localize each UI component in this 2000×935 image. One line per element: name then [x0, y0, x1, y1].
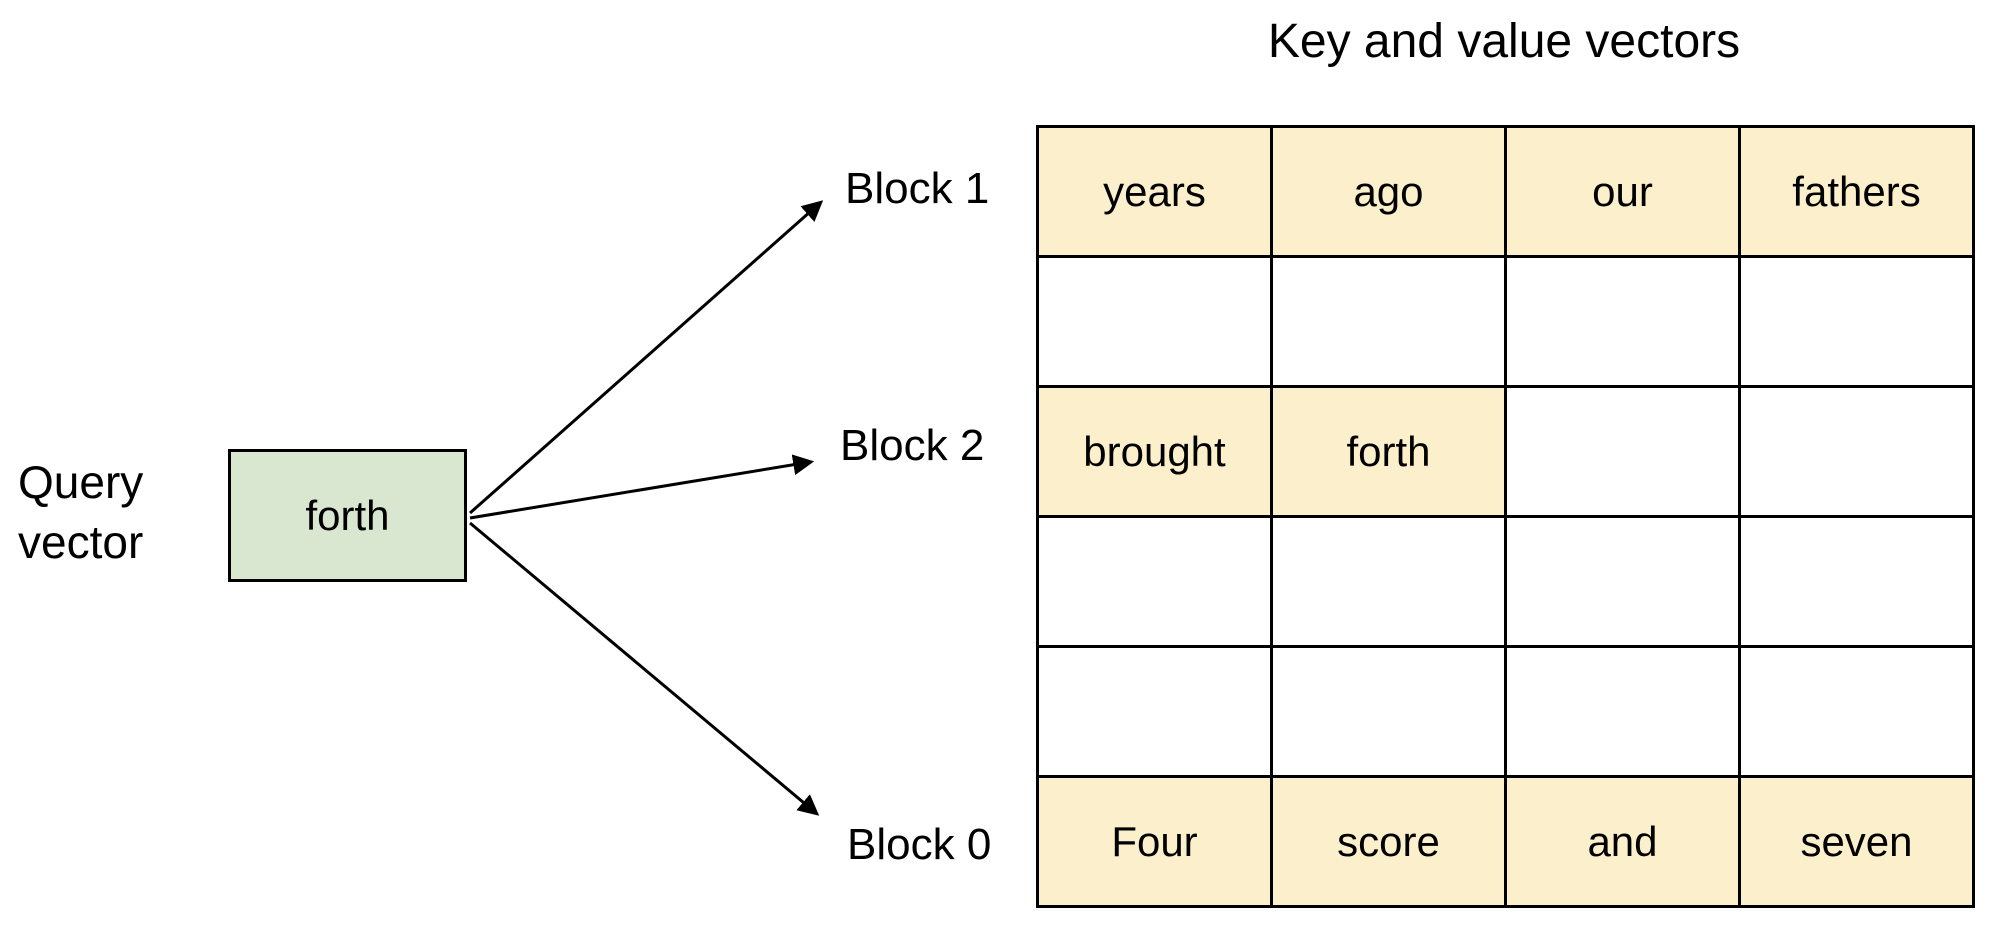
grid-cell: Four [1036, 775, 1273, 908]
grid-cell [1036, 645, 1273, 778]
grid-cell [1504, 515, 1741, 648]
query-vector-box: forth [228, 449, 467, 582]
grid-cell [1270, 645, 1507, 778]
query-vector-label: Query vector [18, 456, 144, 568]
grid-cell [1504, 645, 1741, 778]
grid-cell: seven [1738, 775, 1975, 908]
grid-cell [1270, 515, 1507, 648]
grid-cell [1504, 255, 1741, 388]
grid-cell: fathers [1738, 125, 1975, 258]
diagram-title: Key and value vectors [1267, 15, 1741, 68]
grid-cell [1738, 515, 1975, 648]
grid-row-block-1: years ago our fathers [1036, 125, 1975, 258]
query-token: forth [305, 491, 390, 539]
arrow-to-block-0-icon [469, 521, 820, 816]
grid-cell [1738, 385, 1975, 518]
grid-cell: years [1036, 125, 1273, 258]
arrow-to-block-1-icon [469, 200, 824, 515]
grid-row-block-2: brought forth [1036, 385, 1975, 518]
grid-cell: score [1270, 775, 1507, 908]
kv-cache-grid: years ago our fathers brought forth [1036, 125, 1975, 908]
grid-row-empty [1036, 255, 1975, 388]
grid-row-empty [1036, 645, 1975, 778]
block-1-label: Block 1 [845, 164, 990, 213]
block-0-label: Block 0 [847, 820, 992, 869]
grid-cell [1036, 515, 1273, 648]
grid-cell [1738, 255, 1975, 388]
grid-cell [1504, 385, 1741, 518]
grid-cell: ago [1270, 125, 1507, 258]
grid-cell: brought [1036, 385, 1273, 518]
grid-cell [1036, 255, 1273, 388]
arrow-to-block-2-icon [469, 454, 815, 520]
grid-cell [1738, 645, 1975, 778]
grid-cell [1270, 255, 1507, 388]
grid-row-empty [1036, 515, 1975, 648]
grid-row-block-0: Four score and seven [1036, 775, 1975, 908]
block-2-label: Block 2 [840, 421, 985, 470]
grid-cell: and [1504, 775, 1741, 908]
grid-cell: our [1504, 125, 1741, 258]
grid-cell: forth [1270, 385, 1507, 518]
